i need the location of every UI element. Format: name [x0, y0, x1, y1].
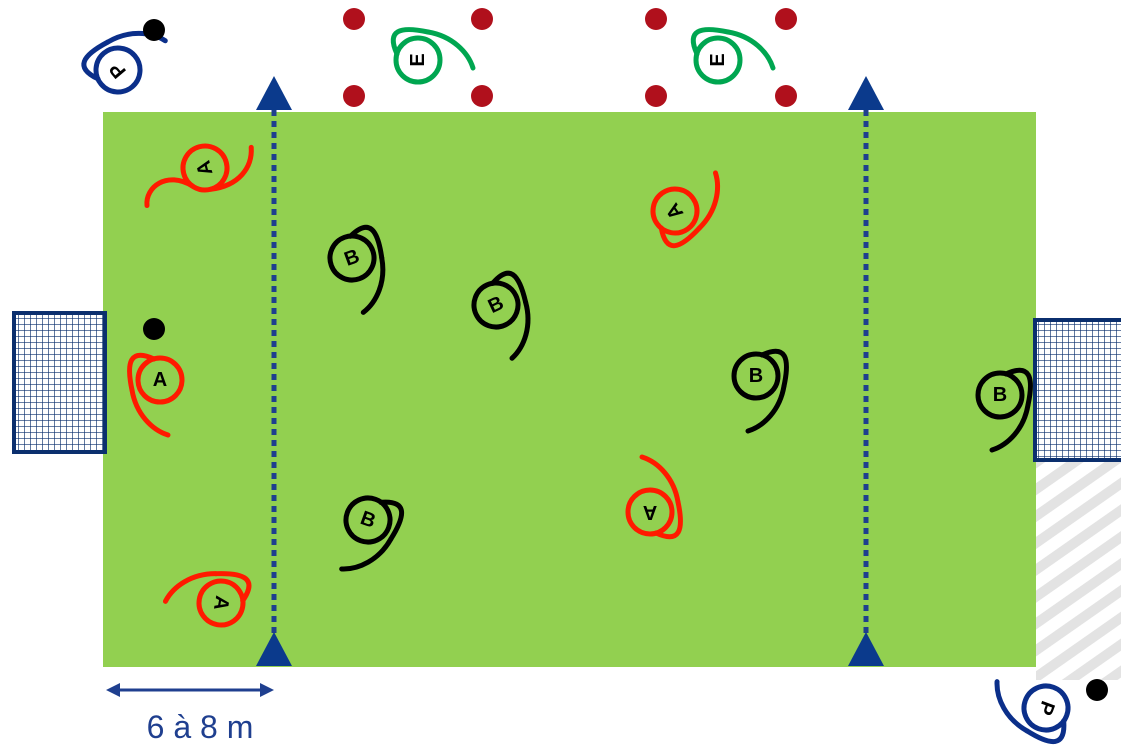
cone-marker — [256, 76, 292, 110]
playing-field — [103, 112, 1036, 667]
player-letter: B — [993, 384, 1007, 406]
player-letter: A — [193, 158, 218, 178]
player-goalkeeper: B — [975, 367, 1033, 453]
cone-marker — [848, 632, 884, 666]
hatched-area — [1036, 462, 1121, 680]
disc-marker — [471, 85, 493, 107]
disc-marker — [645, 8, 667, 30]
cone-marker — [848, 76, 884, 110]
player-letter: B — [749, 365, 763, 387]
ball — [143, 318, 165, 340]
player-waiting: E — [390, 27, 476, 85]
left-goal — [12, 311, 107, 454]
player-letter: E — [407, 53, 429, 66]
cone-marker — [256, 632, 292, 666]
disc-marker — [471, 8, 493, 30]
player-letter: E — [707, 53, 729, 66]
disc-marker — [343, 85, 365, 107]
disc-markers — [343, 8, 797, 107]
ball — [1086, 679, 1108, 701]
ball — [143, 19, 165, 41]
right-goal — [1033, 318, 1121, 462]
distance-indicator: 6 à 8 m — [106, 683, 274, 745]
player-letter: B — [341, 245, 362, 271]
player-attacker-with-ball: A — [127, 352, 185, 438]
disc-marker — [775, 8, 797, 30]
player-attacker: A — [144, 143, 254, 209]
player-letter: B — [357, 507, 378, 533]
disc-marker — [645, 85, 667, 107]
player-attacker: A — [162, 571, 252, 628]
player-letter: P — [105, 58, 130, 82]
player-letter: A — [153, 369, 167, 391]
player-attacker: A — [625, 454, 683, 540]
player-letter: A — [209, 594, 233, 612]
player-defender: B — [327, 224, 386, 315]
disc-marker — [343, 8, 365, 30]
player-letter: A — [643, 501, 657, 523]
player-defender: B — [471, 270, 531, 361]
player-waiting: E — [690, 27, 776, 85]
distance-label: 6 à 8 m — [147, 709, 254, 745]
disc-marker — [775, 85, 797, 107]
player-defender: B — [339, 495, 405, 572]
player-defender: B — [731, 348, 789, 434]
player-letter: P — [1033, 698, 1058, 718]
